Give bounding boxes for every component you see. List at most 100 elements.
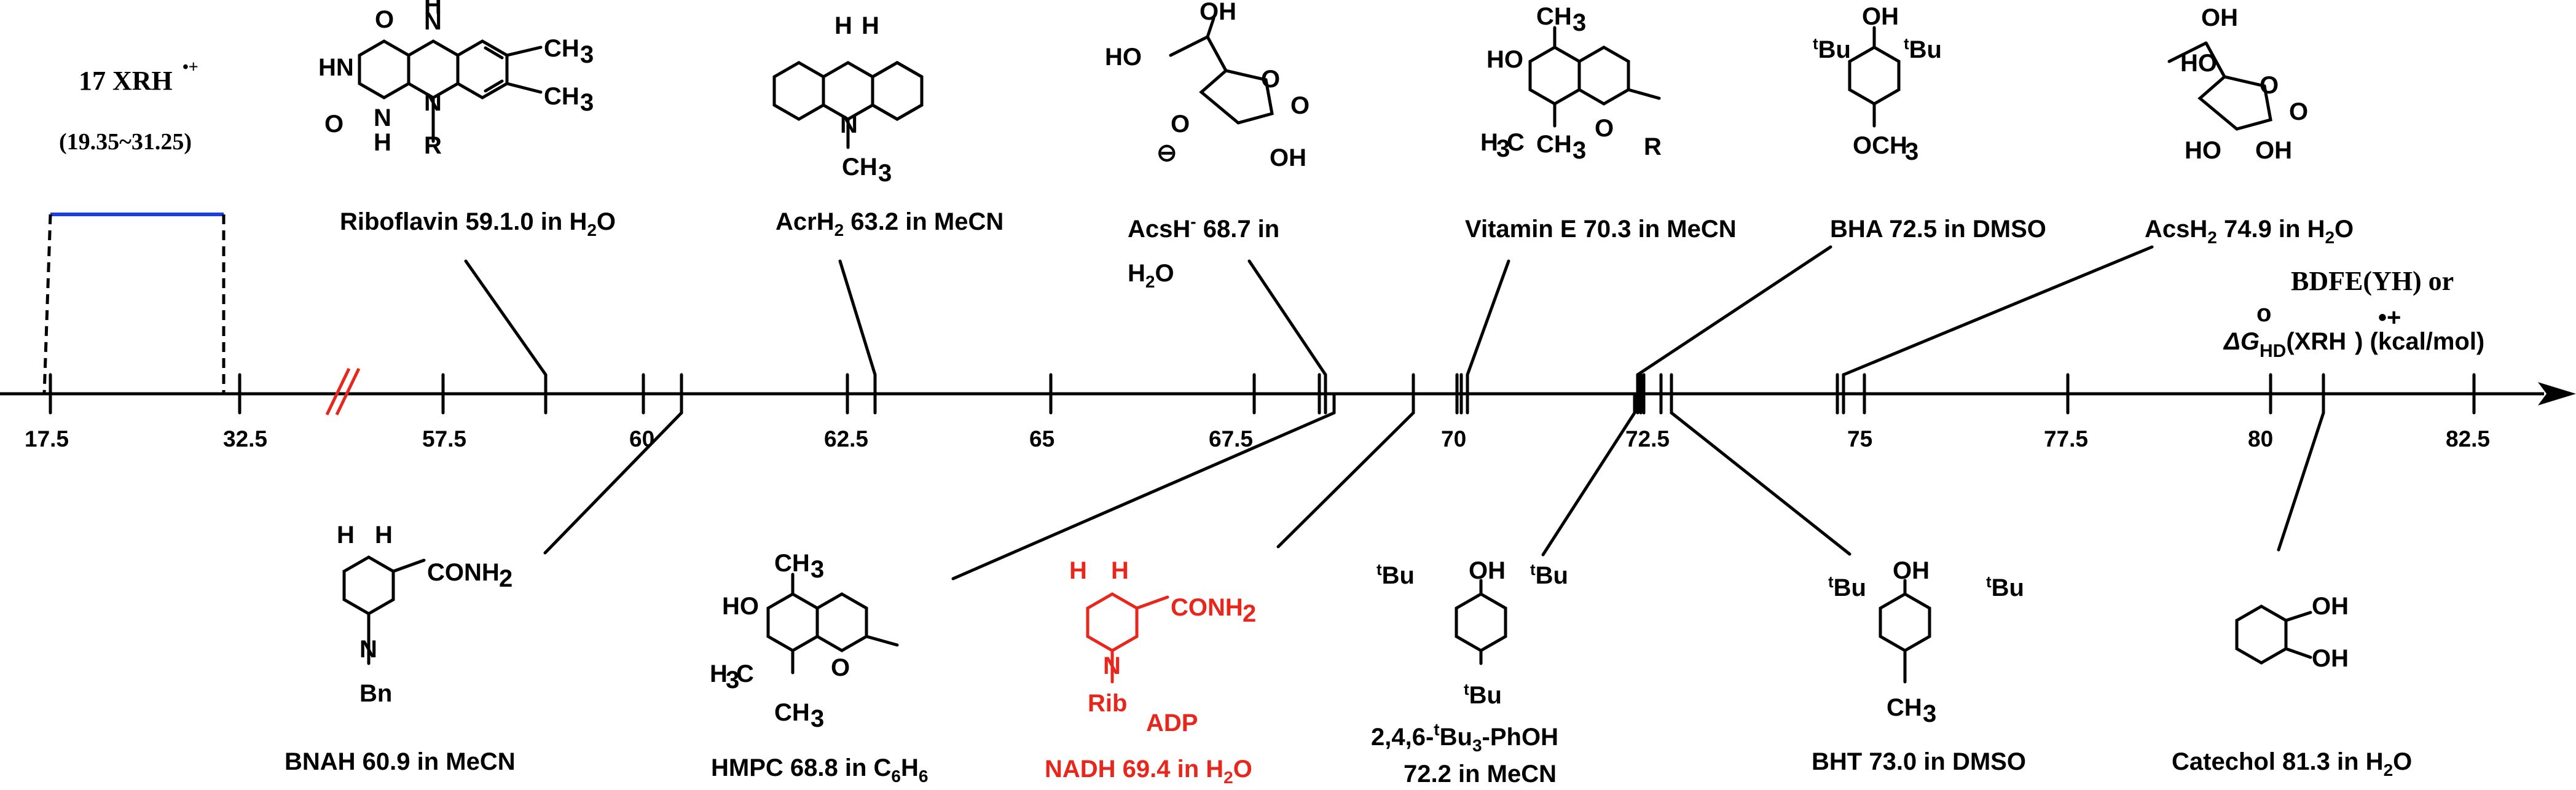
range-header: 17 XRH •+ (19.35~31.25) bbox=[42, 58, 226, 394]
leader-hmpc bbox=[951, 411, 1336, 581]
svg-text:H: H bbox=[1111, 557, 1129, 584]
svg-text:2: 2 bbox=[499, 565, 512, 592]
leader-bht bbox=[1670, 411, 1852, 556]
label-riboflavin: Riboflavin 59.1.0 in H2O bbox=[340, 208, 616, 240]
svg-text:CH: CH bbox=[544, 83, 579, 110]
svg-text:O: O bbox=[1595, 115, 1614, 142]
label-vitamin-e: Vitamin E 70.3 in MeCN bbox=[1465, 216, 1737, 243]
svg-text:CH: CH bbox=[1536, 3, 1572, 30]
svg-text:H: H bbox=[337, 522, 355, 549]
label-tbu3-phoh-line2: 72.2 in MeCN bbox=[1404, 761, 1557, 788]
svg-text:HO: HO bbox=[722, 593, 759, 620]
svg-text:H: H bbox=[710, 660, 728, 687]
svg-text:HO: HO bbox=[2185, 137, 2221, 164]
axis-title-degree: o bbox=[2256, 300, 2271, 327]
svg-text:OH: OH bbox=[1200, 0, 1236, 25]
axis-tick-label: 65 bbox=[1029, 426, 1054, 452]
svg-text:CH: CH bbox=[774, 550, 810, 577]
svg-text:H: H bbox=[834, 12, 852, 39]
label-nadh: NADH 69.4 in H2O bbox=[1045, 756, 1252, 787]
svg-text:OCH: OCH bbox=[1853, 132, 1907, 159]
svg-text:O: O bbox=[2289, 98, 2308, 125]
label-acsh-minus-line2: H2O bbox=[1128, 260, 1174, 291]
svg-text:tBu: tBu bbox=[1376, 560, 1415, 589]
label-acsh-minus: AcsH- 68.7 in bbox=[1128, 212, 1279, 243]
svg-text:OH: OH bbox=[1893, 557, 1930, 584]
svg-text:O: O bbox=[324, 111, 344, 138]
leader-bha bbox=[1636, 245, 1832, 377]
svg-text:CONH: CONH bbox=[1171, 594, 1243, 621]
svg-text:OH: OH bbox=[1469, 557, 1506, 584]
leader-vitamin-e bbox=[1466, 259, 1510, 377]
svg-text:O: O bbox=[831, 654, 850, 681]
svg-text:ADP: ADP bbox=[1146, 710, 1198, 737]
axis-break-mark-1 bbox=[325, 367, 351, 416]
svg-text:tBu: tBu bbox=[1828, 573, 1866, 601]
axis-tick-label: 57.5 bbox=[422, 426, 466, 452]
label-tbu3-phoh: 2,4,6-tBu3-PhOH bbox=[1371, 720, 1558, 755]
svg-text:H: H bbox=[424, 0, 442, 19]
axis-title-delta-g: ΔG bbox=[2223, 328, 2260, 355]
svg-text:OH: OH bbox=[1270, 144, 1306, 171]
leader-bnah bbox=[543, 411, 683, 555]
svg-text:OH: OH bbox=[1862, 3, 1899, 30]
label-bnah: BNAH 60.9 in MeCN bbox=[285, 748, 516, 775]
svg-text:O: O bbox=[1171, 111, 1190, 138]
axis-arrowhead bbox=[2538, 382, 2576, 405]
svg-text:HO: HO bbox=[2180, 50, 2217, 77]
svg-text:CH: CH bbox=[544, 35, 579, 62]
leader-catechol bbox=[2277, 411, 2325, 552]
leader-tbu3-phoh bbox=[1541, 411, 1636, 557]
bottom-labels: BNAH 60.9 in MeCN HMPC 68.8 in C6H6 NADH… bbox=[285, 720, 2412, 788]
svg-text:O: O bbox=[375, 6, 394, 33]
axis-title-tail: ) (kcal/mol) bbox=[2355, 328, 2484, 355]
leader-lines bbox=[464, 245, 2325, 581]
svg-text:3: 3 bbox=[811, 705, 824, 732]
svg-text:C: C bbox=[1507, 129, 1525, 156]
label-bha: BHA 72.5 in DMSO bbox=[1830, 216, 2046, 243]
svg-text:N: N bbox=[374, 104, 391, 131]
leader-acsh2 bbox=[1842, 245, 2154, 377]
svg-text:O: O bbox=[1290, 92, 1310, 119]
leader-acsh-minus bbox=[1247, 259, 1327, 377]
svg-text:3: 3 bbox=[1573, 9, 1586, 36]
range-title-sup: •+ bbox=[183, 58, 198, 77]
svg-text:N: N bbox=[424, 89, 442, 116]
structure-acsh-minus: HO OH O O O ⊖ OH bbox=[1105, 0, 1310, 171]
axis-title-sub: HD bbox=[2260, 341, 2286, 361]
svg-text:tBu: tBu bbox=[1813, 34, 1851, 63]
axis-tick-label: 17.5 bbox=[25, 426, 69, 452]
svg-text:CH: CH bbox=[1887, 694, 1922, 721]
axis-title-radical: •+ bbox=[2378, 304, 2401, 331]
svg-text:ΔGHD(XRH) (kcal/mol): ΔGHD(XRH ) (kcal/mol) bbox=[2223, 328, 2484, 361]
svg-text:N: N bbox=[840, 111, 858, 138]
svg-text:H: H bbox=[374, 129, 391, 156]
svg-text:CH: CH bbox=[842, 154, 878, 181]
leader-acrh2 bbox=[838, 259, 877, 377]
svg-text:HN: HN bbox=[318, 54, 354, 81]
svg-text:CONH: CONH bbox=[427, 559, 500, 586]
axis-title-line1: BDFE(YH) or bbox=[2291, 266, 2454, 296]
axis-title-mid: (XRH bbox=[2286, 328, 2346, 355]
axis-tick-label: 70 bbox=[1441, 426, 1466, 452]
axis-tick-label: 80 bbox=[2248, 426, 2273, 452]
svg-text:OH: OH bbox=[2255, 137, 2292, 164]
axis-tick-label: 32.5 bbox=[223, 426, 267, 452]
svg-text:CH: CH bbox=[774, 699, 810, 726]
leader-nadh bbox=[1276, 411, 1415, 549]
structure-acsh2: HO OH O O HO OH bbox=[2167, 4, 2308, 164]
svg-text:HO: HO bbox=[1105, 44, 1142, 71]
structure-tbu3-phoh: OH tBu tBu tBu bbox=[1376, 557, 1568, 709]
axis-tick-label: 60 bbox=[629, 426, 654, 452]
svg-text:3: 3 bbox=[1923, 700, 1936, 727]
svg-text:Bn: Bn bbox=[359, 680, 392, 707]
axis-tick-label: 67.5 bbox=[1209, 426, 1253, 452]
svg-text:tBu: tBu bbox=[1530, 560, 1568, 589]
